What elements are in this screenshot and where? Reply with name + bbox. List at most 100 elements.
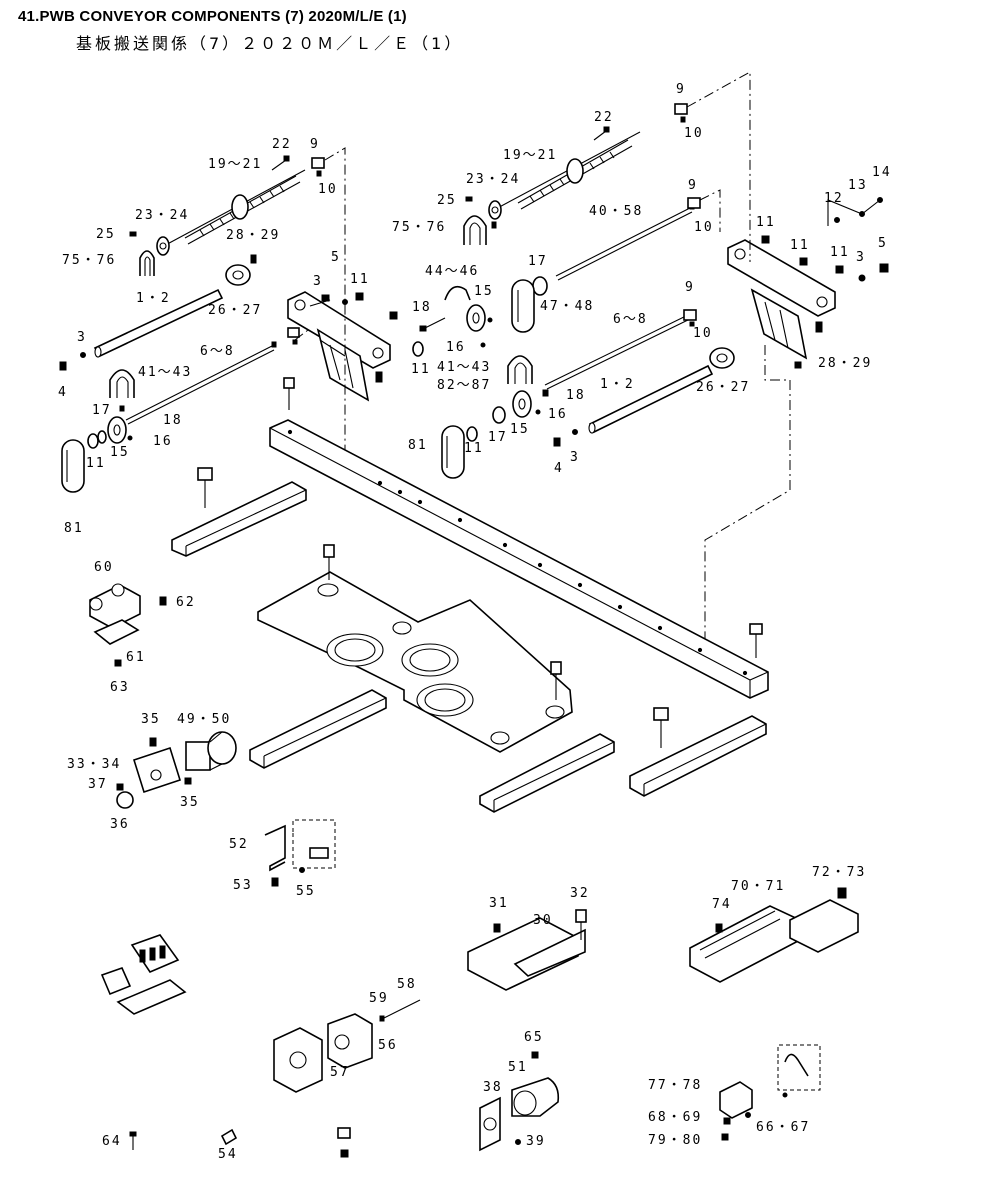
base-plate <box>257 544 573 753</box>
callout: 9 <box>688 178 698 193</box>
small-parts-12-14 <box>827 197 883 226</box>
callout: 15 <box>110 445 130 460</box>
callout: 14 <box>872 165 892 180</box>
bolt-25-right <box>465 196 473 202</box>
belt-clip-44-46 <box>444 285 471 301</box>
bracket-52 <box>264 819 336 887</box>
callout: 13 <box>848 178 868 193</box>
callout: 59 <box>369 991 389 1006</box>
callout: 10 <box>684 126 704 141</box>
callout: 23・24 <box>135 208 189 223</box>
callout: 12 <box>824 191 844 206</box>
foot-block-right <box>629 707 767 797</box>
callout: 74 <box>712 897 732 912</box>
callout: 15 <box>474 284 494 299</box>
page-title: 41.PWB CONVEYOR COMPONENTS (7) 2020M/L/E… <box>18 8 407 25</box>
callout: 68・69 <box>648 1110 702 1125</box>
callout: 54 <box>218 1147 238 1162</box>
rail-holes <box>287 429 748 676</box>
callout: 11 <box>86 456 106 471</box>
callout: 57 <box>330 1065 350 1080</box>
callout: 3 <box>570 450 580 465</box>
left-conveyor-assembly <box>59 147 398 493</box>
callout: 58 <box>397 977 417 992</box>
callout: 10 <box>694 220 714 235</box>
belt-81-right <box>441 425 465 479</box>
callout: 81 <box>64 521 84 536</box>
callout: 82～87 <box>437 378 491 393</box>
bolt-4-right <box>553 429 578 447</box>
callout: 4 <box>58 385 68 400</box>
callout: 41～43 <box>437 360 491 375</box>
foot-block-middle-left <box>249 689 387 769</box>
callout: 33・34 <box>67 757 121 772</box>
callout: 3 <box>856 250 866 265</box>
motor-56 <box>273 999 421 1093</box>
callout: 72・73 <box>812 865 866 880</box>
callout: 22 <box>594 110 614 125</box>
callout: 79・80 <box>648 1133 702 1148</box>
callout: 11 <box>411 362 431 377</box>
callout: 16 <box>446 340 466 355</box>
callout: 66・67 <box>756 1120 810 1135</box>
callout-labels: 22 9 19～21 10 23・24 25 75・76 28・29 1・2 3… <box>58 82 892 1162</box>
callout: 51 <box>508 1060 528 1075</box>
callout: 39 <box>526 1134 546 1149</box>
callout: 17 <box>488 430 508 445</box>
bracket-left <box>287 291 398 402</box>
callout: 77・78 <box>648 1078 702 1093</box>
coupler-left-lower <box>287 327 300 345</box>
belt-clip-41-right <box>507 355 533 384</box>
collar-17-right-lower <box>492 406 506 424</box>
callout: 56 <box>378 1038 398 1053</box>
collar-11-right-top <box>412 341 486 357</box>
callout: 31 <box>489 896 509 911</box>
sensor-assembly-60 <box>89 583 167 667</box>
bolt-22-right <box>593 126 610 141</box>
motor-49-50 <box>116 731 237 809</box>
callout: 26・27 <box>696 380 750 395</box>
belt-clip-41-left <box>109 369 135 398</box>
callout: 11 <box>464 441 484 456</box>
callout: 64 <box>102 1134 122 1149</box>
callout: 18 <box>566 388 586 403</box>
bolt-4-left <box>59 352 86 371</box>
callout: 10 <box>693 326 713 341</box>
callout: 9 <box>310 137 320 152</box>
coupler-left-top <box>311 157 325 177</box>
callout: 10 <box>318 182 338 197</box>
callout: 36 <box>110 817 130 832</box>
coupler-right-top <box>674 103 688 123</box>
callout: 11 <box>790 238 810 253</box>
collar-17-right-top <box>532 276 548 296</box>
callout: 23・24 <box>466 172 520 187</box>
rail-bolts <box>283 377 763 658</box>
shaft-right-6-8 <box>544 309 697 390</box>
foot-block-middle-right <box>479 733 615 813</box>
bolt-25-left <box>129 231 137 237</box>
right-conveyor-assembly <box>412 71 889 640</box>
callout: 11 <box>756 215 776 230</box>
callout: 49・50 <box>177 712 231 727</box>
small-part-54 <box>220 1128 238 1146</box>
belt-clip-right <box>463 215 487 245</box>
bearing-housing-right <box>709 347 802 369</box>
callout: 55 <box>296 884 316 899</box>
callout: 22 <box>272 137 292 152</box>
shaft-left-6-8 <box>125 341 277 425</box>
callout: 19～21 <box>503 148 557 163</box>
callout: 1・2 <box>600 377 635 392</box>
callout: 41～43 <box>138 365 192 380</box>
callout: 9 <box>676 82 686 97</box>
callout: 25 <box>96 227 116 242</box>
belt-81-left <box>61 439 85 493</box>
belt-47-48 <box>511 279 535 333</box>
small-part-64 <box>129 1131 137 1150</box>
callout: 63 <box>110 680 130 695</box>
callout: 18 <box>163 413 183 428</box>
callout: 35 <box>141 712 161 727</box>
callout: 62 <box>176 595 196 610</box>
shaft-right-40-58 <box>555 197 701 281</box>
shaft-right-1-2 <box>588 364 714 434</box>
